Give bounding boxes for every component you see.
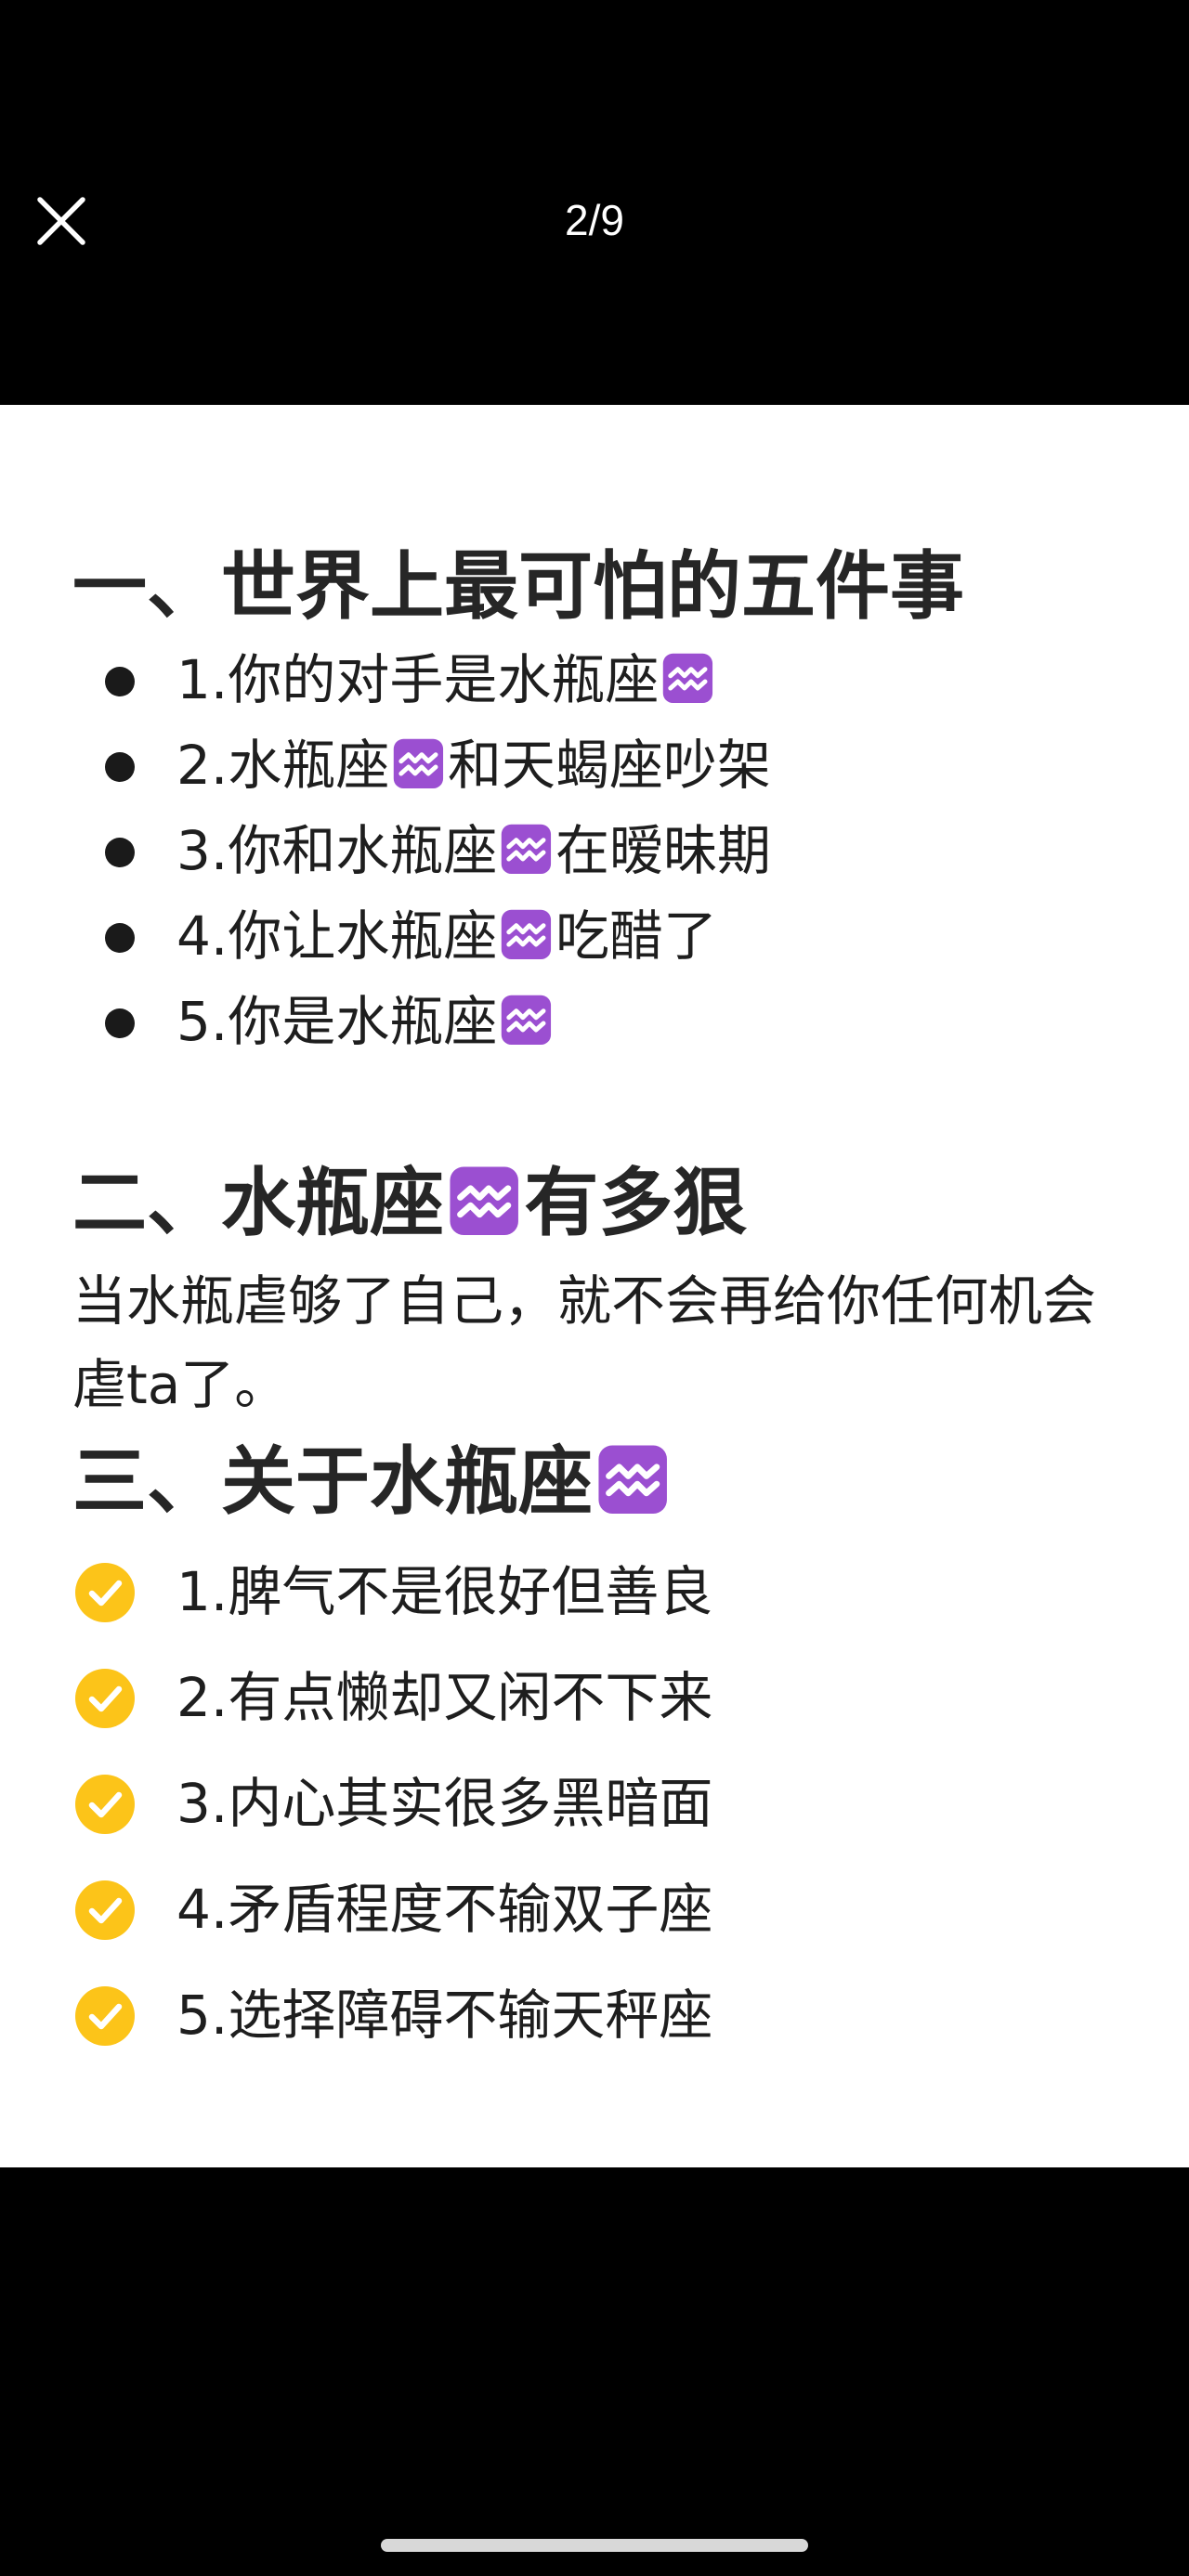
- section-3-title-text: 三、关于水瓶座: [72, 1438, 593, 1525]
- bullet-dot: [105, 838, 135, 867]
- check-list-item: 4.矛盾程度不输双子座: [0, 1872, 1189, 1946]
- check-mark-icon: [74, 1880, 136, 1941]
- check-list-item-text: 5.选择障碍不输天秤座: [176, 1984, 713, 2047]
- aquarius-emoji-icon: [500, 823, 553, 876]
- aquarius-emoji-icon: [448, 1164, 520, 1237]
- aquarius-emoji-icon: [500, 994, 553, 1047]
- list-item: 3.你和水瓶座在暧昧期: [0, 813, 1189, 888]
- page-counter: 2/9: [565, 196, 624, 244]
- check-mark-icon: [74, 1774, 136, 1835]
- list-item-text-suffix: 在暧昧期: [555, 819, 771, 882]
- list-item-text: 2.水瓶座: [176, 734, 390, 797]
- close-icon: [37, 197, 85, 245]
- list-item-text: 3.你和水瓶座: [176, 819, 498, 882]
- list-item: 1.你的对手是水瓶座: [0, 643, 1189, 717]
- list-item: 5.你是水瓶座: [0, 984, 1189, 1059]
- check-list-item: 5.选择障碍不输天秤座: [0, 1978, 1189, 2052]
- section-2-title-text: 二、水瓶座: [72, 1160, 444, 1246]
- check-list-item-text: 1.脾气不是很好但善良: [176, 1560, 713, 1623]
- check-mark-icon: [74, 1562, 136, 1623]
- aquarius-emoji-icon: [596, 1443, 669, 1516]
- check-list-item-text: 3.内心其实很多黑暗面: [176, 1772, 713, 1835]
- aquarius-emoji-icon: [500, 908, 553, 961]
- check-list-item-text: 4.矛盾程度不输双子座: [176, 1878, 713, 1941]
- home-indicator[interactable]: [381, 2539, 808, 2552]
- list-item-text: 4.你让水瓶座: [176, 904, 498, 968]
- section-2-paragraph: 当水瓶虐够了自己，就不会再给你任何机会虐ta了。: [72, 1269, 1097, 1416]
- check-list-item-text: 2.有点懒却又闲不下来: [176, 1666, 713, 1729]
- section-2-title-suffix: 有多狠: [524, 1160, 748, 1246]
- list-item: 2.水瓶座和天蝎座吵架: [0, 728, 1189, 802]
- check-mark-icon: [74, 1668, 136, 1729]
- check-list-item: 3.内心其实很多黑暗面: [0, 1766, 1189, 1841]
- bullet-dot: [105, 923, 135, 953]
- section-1-title: 一、世界上最可怕的五件事: [72, 543, 964, 630]
- list-item-text-suffix: 吃醋了: [555, 904, 717, 968]
- check-list-item: 1.脾气不是很好但善良: [0, 1555, 1189, 1629]
- viewer-top-bar: 2/9: [0, 0, 1189, 405]
- post-image-content: 一、世界上最可怕的五件事 1.你的对手是水瓶座 2.水瓶座和天蝎座吵架 3.你和…: [0, 405, 1189, 2167]
- section-3-title: 三、关于水瓶座: [72, 1436, 673, 1529]
- list-item-text: 1.你的对手是水瓶座: [176, 648, 660, 711]
- list-item-text-suffix: 和天蝎座吵架: [447, 734, 771, 797]
- close-button[interactable]: [33, 193, 89, 249]
- list-item: 4.你让水瓶座吃醋了: [0, 899, 1189, 973]
- bullet-dot: [105, 667, 135, 696]
- bullet-dot: [105, 1008, 135, 1038]
- check-list-item: 2.有点懒却又闲不下来: [0, 1660, 1189, 1735]
- bullet-dot: [105, 752, 135, 782]
- list-item-text: 5.你是水瓶座: [176, 990, 498, 1053]
- aquarius-emoji-icon: [661, 652, 714, 705]
- aquarius-emoji-icon: [392, 737, 445, 790]
- section-2-title: 二、水瓶座有多狠: [72, 1157, 747, 1250]
- check-mark-icon: [74, 1985, 136, 2047]
